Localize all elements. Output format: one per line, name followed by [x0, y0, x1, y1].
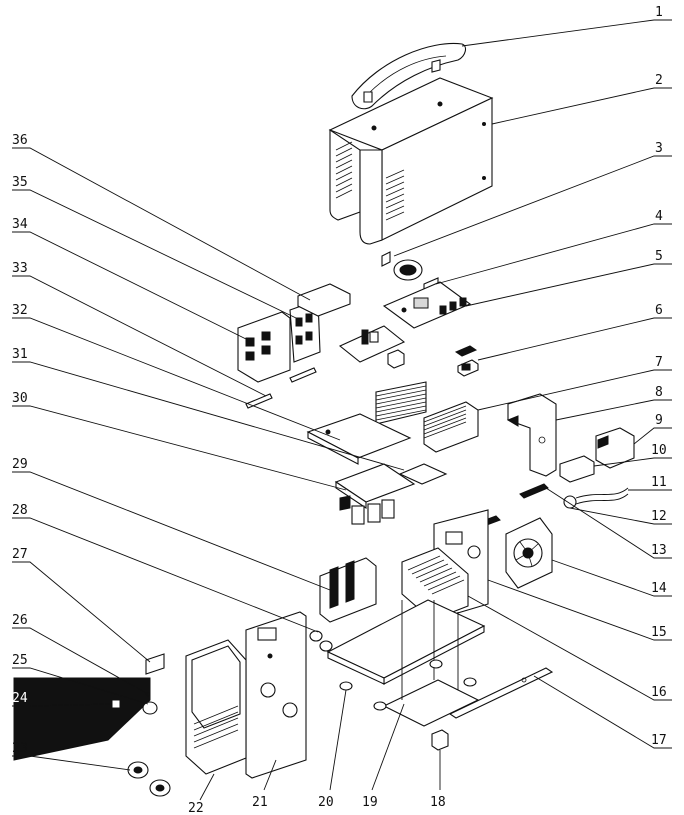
leader-lines — [12, 19, 672, 801]
callout-28: 28 — [12, 503, 28, 518]
part-rubber-feet — [339, 659, 477, 711]
part-terminals — [309, 630, 333, 652]
callout-35: 35 — [12, 175, 28, 190]
part-switch-bracket — [559, 455, 595, 483]
part-control-pcb — [382, 281, 472, 329]
callout-4: 4 — [655, 209, 663, 224]
part-heatsinks — [375, 381, 479, 453]
callout-33: 33 — [12, 261, 28, 276]
callout-10: 10 — [651, 443, 667, 458]
part-cooling-fan — [505, 517, 553, 589]
part-capacitor-bars — [245, 367, 317, 409]
part-main-pcb — [334, 463, 416, 525]
part-base-plate — [326, 599, 486, 727]
callout-8: 8 — [655, 385, 663, 400]
callout-17: 17 — [651, 733, 667, 748]
callout-30: 30 — [12, 391, 28, 406]
callout-5: 5 — [655, 249, 663, 264]
callout-2: 2 — [655, 73, 663, 88]
part-board-cover — [306, 413, 412, 465]
callout-11: 11 — [651, 475, 667, 490]
part-small-bracket — [381, 251, 391, 267]
part-handle — [351, 42, 467, 110]
callout-3: 3 — [655, 141, 663, 156]
callout-20: 20 — [318, 795, 334, 810]
part-power-cable — [563, 487, 629, 509]
callout-12: 12 — [651, 509, 667, 524]
callout-22: 22 — [188, 801, 204, 815]
callout-7: 7 — [655, 355, 663, 370]
callout-labels: 1 2 3 4 5 6 7 8 9 10 11 12 13 14 15 16 1… — [12, 5, 667, 815]
callout-1: 1 — [655, 5, 663, 20]
part-main-heatsink — [401, 547, 469, 621]
part-front-plate — [245, 611, 307, 779]
callout-29: 29 — [12, 457, 28, 472]
callout-25: 25 — [12, 653, 28, 668]
callout-16: 16 — [651, 685, 667, 700]
callout-26: 26 — [12, 613, 28, 628]
part-top-cover — [328, 77, 494, 245]
callout-23: 23 — [12, 741, 28, 756]
callout-19: 19 — [362, 795, 378, 810]
callout-21: 21 — [252, 795, 268, 810]
part-rear-bracket — [506, 393, 557, 477]
callout-27: 27 — [12, 547, 28, 562]
callout-6: 6 — [655, 303, 663, 318]
part-insulation-sheet — [398, 463, 448, 485]
callout-32: 32 — [12, 303, 28, 318]
part-power-switch — [595, 427, 635, 469]
callout-36: 36 — [12, 133, 28, 148]
part-small-module — [431, 729, 449, 751]
part-output-sockets — [127, 761, 171, 797]
callout-15: 15 — [651, 625, 667, 640]
callout-14: 14 — [651, 581, 667, 596]
part-side-rail — [448, 667, 554, 719]
callout-24: 24 — [12, 691, 28, 706]
part-terminal-connectors — [454, 345, 479, 377]
callout-31: 31 — [12, 347, 28, 362]
callout-9: 9 — [655, 413, 663, 428]
callout-18: 18 — [430, 795, 446, 810]
callout-13: 13 — [651, 543, 667, 558]
part-igbt-brackets — [237, 283, 351, 383]
callout-34: 34 — [12, 217, 28, 232]
part-driver-board — [338, 325, 406, 369]
part-front-bezel — [185, 639, 247, 775]
part-black-panel — [13, 677, 151, 761]
part-display-window — [145, 653, 165, 675]
part-transformer — [319, 557, 377, 623]
